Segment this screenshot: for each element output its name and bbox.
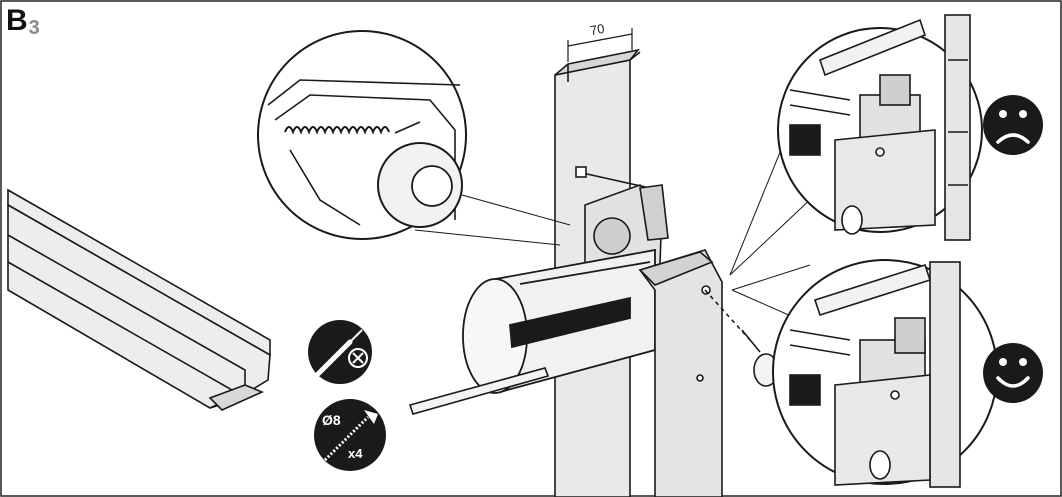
screw-count-label: x4 (348, 446, 363, 461)
gap-arrows (948, 59, 968, 186)
screw-diameter-label: Ø8 (322, 412, 341, 428)
roller-tube (462, 248, 656, 394)
step-label: B3 (6, 6, 40, 43)
sad-face-icon (983, 95, 1043, 155)
crank-rod (408, 367, 550, 415)
dimension-marker (567, 28, 633, 62)
screw-badge-icon (314, 399, 386, 471)
detail-circle-correct (772, 259, 998, 488)
dimension-label: 70 (588, 20, 606, 39)
happy-face-icon (983, 343, 1043, 403)
side-cover (638, 249, 751, 497)
step-letter: B (6, 4, 28, 37)
step-number: 3 (28, 17, 40, 39)
rail-profile (7, 188, 271, 411)
detail-circle-spring (257, 30, 467, 240)
screwdriver-badge-icon (308, 320, 372, 384)
detail-circle-wrong (777, 14, 983, 241)
